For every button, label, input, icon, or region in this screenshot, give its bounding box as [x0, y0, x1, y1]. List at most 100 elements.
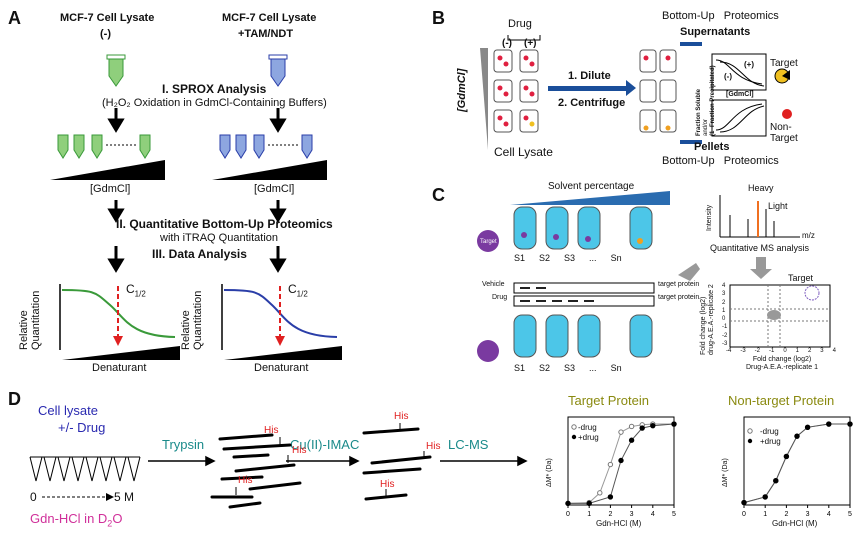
nontarget-x-tick-label: 4 [827, 511, 831, 518]
his-tag-3: His [238, 475, 253, 486]
target-point-minus-drug [597, 490, 603, 496]
his-tag-4: His [394, 411, 409, 422]
curve-plot-left [59, 284, 180, 360]
his-tag-6: His [380, 479, 395, 490]
panel-c: C [430, 175, 867, 385]
ms-spectrum [719, 195, 800, 238]
b-plus-small: (+) [744, 60, 754, 69]
target-ylabel: ΔM* (Da) [546, 458, 553, 487]
d-drug: +/- Drug [58, 420, 106, 435]
nontarget-point-plus-drug [783, 453, 790, 460]
c-intensity: Intensity [706, 204, 713, 231]
nontarget-legend-plus: +drug [760, 437, 781, 446]
d-imac: Cu(II)-IMAC [290, 437, 360, 452]
b-cell-lysate: Cell Lysate [494, 145, 553, 159]
itraq-subtitle: with iTRAQ Quantitation [160, 232, 278, 244]
tube-row-bottom [513, 314, 653, 358]
gdmcl-left-label: [GdmCl] [90, 183, 131, 195]
nontarget-point-plus-drug [847, 421, 853, 427]
target-chart-title: Target Protein [568, 393, 649, 408]
b-target: Target [770, 58, 798, 69]
nontarget-chart-title: Non-target Protein [728, 393, 835, 408]
c-mz: m/z [802, 231, 815, 240]
target-point-plus-drug [586, 500, 592, 507]
target-point-minus-drug [607, 461, 614, 468]
nontarget-legend-marker-minus [747, 428, 753, 434]
nontarget-legend-marker-plus [747, 438, 753, 444]
target-xlabel: Gdn-HCl (M) [596, 519, 642, 528]
target-cluster-icon [804, 285, 820, 301]
b-plus: (+) [524, 38, 537, 49]
data-analysis-title: III. Data Analysis [152, 247, 247, 261]
scatter-plot [729, 284, 831, 348]
sprox-subtitle: (H₂O₂ Oxidation in GdmCl-Containing Buff… [102, 97, 327, 109]
b-gdmcl-small: [GdmCl] [726, 91, 754, 98]
panel-a: A MCF-7 Cell Lysate (-) MCF-7 Cell Lysat… [0, 0, 430, 380]
result-tubes [639, 49, 677, 133]
target-x-tick-label: 3 [630, 511, 634, 518]
grey-arrow-icon [678, 263, 700, 281]
target-legend-marker-plus [571, 434, 577, 440]
c-qms: Quantitative MS analysis [710, 243, 810, 253]
d-range-end: 5 M [114, 490, 135, 504]
d-lcms: LC-MS [448, 437, 489, 452]
panel-a-label: A [8, 8, 21, 28]
tube-row-green-icon [57, 134, 151, 159]
sprox-title: I. SPROX Analysis [162, 82, 267, 96]
panel-d-label: D [8, 389, 21, 409]
target-frame [567, 416, 675, 506]
nontarget-x-tick-label: 3 [806, 511, 810, 518]
panel-b: B [430, 0, 867, 175]
target-point-plus-drug [639, 425, 645, 431]
lysate-right-title: MCF-7 Cell Lysate [222, 12, 317, 24]
c-light: Light [768, 201, 788, 211]
lysate-right-cond: +TAM/NDT [238, 28, 294, 40]
gel-vehicle [513, 282, 655, 294]
nontarget-x-tick-label: 1 [763, 511, 767, 518]
lysate-left-title: MCF-7 Cell Lysate [60, 12, 155, 24]
b-gdmcl: [GdmCl] [456, 68, 468, 112]
nontarget-x-tick-label: 0 [742, 511, 746, 518]
pellet-plot [711, 99, 767, 137]
c-scatter-target: Target [788, 273, 814, 283]
b-frac-soluble: Fraction Soluble and/or (1- Fraction Pre… [696, 65, 716, 136]
c-target-protein-1: target protein [658, 281, 700, 288]
non-target-icon [782, 109, 792, 119]
b-pellets: Pellets [694, 141, 730, 153]
d-trypsin: Trypsin [162, 437, 205, 452]
solvent-gradient [510, 191, 670, 205]
c-scatter-ylabel: Fold change (log2)drug-A.E.A.-replicate … [700, 284, 715, 355]
target-drug-pacman-icon [477, 340, 499, 362]
target-point-plus-drug [565, 500, 571, 507]
nontarget-x-tick-label: 2 [784, 511, 788, 518]
target-x-tick-label: 1 [587, 511, 591, 518]
d-gdn-label: Gdn-HCl in D2O [30, 511, 123, 529]
target-legend-plus: +drug [578, 433, 599, 442]
nontarget-legend-minus: -drug [760, 427, 779, 436]
target-point-minus-drug [628, 423, 635, 430]
tube-grid [493, 49, 539, 133]
target-legend-marker-minus [571, 424, 577, 430]
panel-d-graphics [29, 423, 528, 509]
nontarget-point-plus-drug [762, 494, 768, 500]
b-drug-label: Drug [508, 18, 532, 30]
nontarget-x-tick-label: 5 [848, 511, 852, 518]
d-cell-lysate: Cell lysate [38, 403, 98, 418]
b-supernatants: Supernatants [680, 26, 751, 38]
c-scatter-xlabel: Fold change (log2)Drug-A.E.A.-replicate … [746, 356, 818, 371]
target-x-tick-label: 2 [608, 511, 612, 518]
c-heavy: Heavy [748, 183, 774, 193]
peptides-group-2 [362, 427, 432, 501]
tube-green-icon [106, 54, 126, 87]
panel-d: D Cell lysate +/- Drug 0 5 M Gdn-HCl in … [0, 385, 867, 535]
gradient-wedge-left [50, 160, 165, 180]
c-half-left: C1/2 [126, 282, 146, 299]
nontarget-point-plus-drug [794, 433, 800, 439]
